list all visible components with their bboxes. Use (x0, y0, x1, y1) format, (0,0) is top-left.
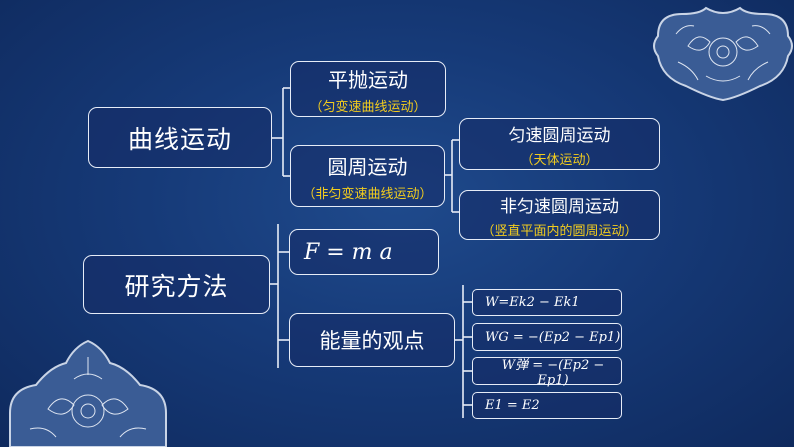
node-uniform-circular-title: 匀速圆周运动 (508, 125, 611, 146)
node-curve-motion: 曲线运动 (88, 107, 272, 168)
node-newton-law: F = m a (289, 229, 439, 275)
node-research-method: 研究方法 (83, 255, 270, 314)
node-research-method-label: 研究方法 (124, 271, 229, 301)
formula-spring-work: W弹 = −(Ep2 − Ep1) (472, 357, 622, 388)
ornament-bottom-left-icon (9, 339, 167, 447)
formula-energy-conservation: E1 = E2 (472, 392, 622, 419)
formula-gravity-work: WG = −(Ep2 − Ep1) (472, 323, 622, 351)
formula-spring-work-text: W弹 = −(Ep2 − Ep1) (501, 358, 605, 388)
newton-law-formula: F = m a (304, 239, 393, 265)
ornament-top-right-icon (653, 6, 793, 102)
node-energy-view: 能量的观点 (289, 313, 455, 367)
node-uniform-circular-note: （天体运动） (520, 152, 599, 168)
node-nonuniform-circular-note: （竖直平面内的圆周运动） (481, 223, 638, 239)
node-nonuniform-circular-title: 非匀速圆周运动 (500, 196, 619, 217)
node-projectile-title: 平抛运动 (328, 67, 408, 92)
node-energy-view-label: 能量的观点 (319, 329, 425, 353)
formula-work-energy-text: W=Ek2 − Ek1 (485, 295, 580, 310)
node-circular-motion: 圆周运动 （非匀变速曲线运动） (290, 145, 445, 207)
formula-work-energy: W=Ek2 − Ek1 (472, 289, 622, 316)
node-projectile-motion: 平抛运动 （匀变速曲线运动） (290, 61, 446, 117)
node-curve-motion-label: 曲线运动 (127, 124, 232, 154)
formula-energy-conservation-text: E1 = E2 (485, 398, 540, 413)
formula-gravity-work-text: WG = −(Ep2 − Ep1) (485, 329, 621, 345)
node-uniform-circular: 匀速圆周运动 （天体运动） (459, 118, 660, 170)
node-circular-title: 圆周运动 (327, 154, 408, 179)
node-circular-note: （非匀变速曲线运动） (302, 186, 433, 202)
node-projectile-note: （匀变速曲线运动） (309, 99, 427, 115)
node-nonuniform-circular: 非匀速圆周运动 （竖直平面内的圆周运动） (459, 190, 660, 240)
